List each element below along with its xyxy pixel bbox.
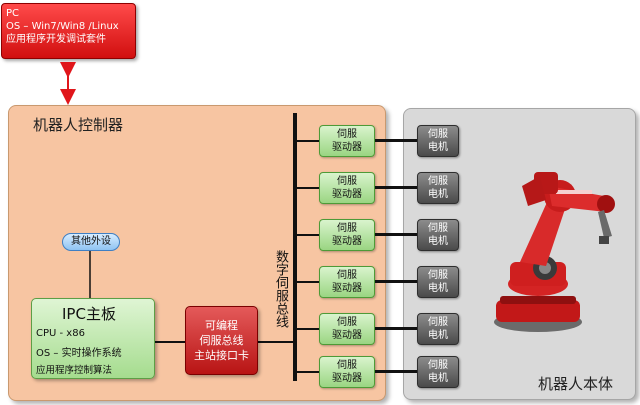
servo-motor-label-line1: 伺服 — [428, 176, 448, 187]
servo-driver-label-line1: 伺服 — [337, 360, 357, 371]
servo-motor-label-line2: 电机 — [428, 142, 448, 153]
peripheral-box: 其他外设 — [62, 233, 120, 251]
driver-motor-connector — [375, 233, 417, 236]
servo-motor-label-line1: 伺服 — [428, 223, 448, 234]
servo-motor-label-line2: 电机 — [428, 236, 448, 247]
servo-bus-line — [293, 113, 297, 381]
servo-bus-label: 数字伺服总线 — [273, 250, 288, 328]
driver-motor-connector — [375, 370, 417, 373]
card-label-line2: 伺服总线 — [199, 334, 244, 347]
servo-motor-box: 伺服电机 — [417, 125, 459, 157]
bus-tap-connector — [297, 187, 319, 189]
servo-driver-label-line1: 伺服 — [337, 317, 357, 328]
card-label-line1: 可编程 — [205, 319, 238, 332]
bus-tap-connector — [297, 234, 319, 236]
ipc-os-label: OS – 实时操作系统 — [36, 348, 122, 359]
servo-motor-box: 伺服电机 — [417, 356, 459, 388]
bus-tap-connector — [297, 371, 319, 373]
servo-motor-label-line1: 伺服 — [428, 270, 448, 281]
servo-motor-label-line2: 电机 — [428, 330, 448, 341]
ipc-app-label: 应用程序控制算法 — [36, 365, 113, 376]
servo-motor-label-line1: 伺服 — [428, 360, 448, 371]
ipc-title: IPC主板 — [62, 305, 116, 323]
servo-driver-label-line2: 驱动器 — [332, 142, 362, 153]
pc-os-label: OS – Win7/Win8 /Linux — [6, 21, 119, 32]
driver-motor-connector — [375, 186, 417, 189]
pc-software-label: 应用程序开发调试套件 — [6, 34, 106, 45]
servo-motor-label-line2: 电机 — [428, 189, 448, 200]
pc-box: PC OS – Win7/Win8 /Linux 应用程序开发调试套件 — [1, 3, 136, 59]
servo-driver-box: 伺服驱动器 — [319, 266, 375, 298]
servo-motor-box: 伺服电机 — [417, 219, 459, 251]
bus-tap-connector — [297, 328, 319, 330]
servo-motor-box: 伺服电机 — [417, 313, 459, 345]
servo-driver-label-line1: 伺服 — [337, 176, 357, 187]
servo-motor-box: 伺服电机 — [417, 172, 459, 204]
driver-motor-connector — [375, 327, 417, 330]
servo-driver-label-line2: 驱动器 — [332, 330, 362, 341]
ipc-cpu-label: CPU - x86 — [36, 328, 85, 339]
driver-motor-connector — [375, 139, 417, 142]
bus-master-card: 可编程 伺服总线 主站接口卡 — [185, 306, 258, 375]
servo-driver-label-line1: 伺服 — [337, 223, 357, 234]
servo-motor-label-line2: 电机 — [428, 373, 448, 384]
servo-driver-box: 伺服驱动器 — [319, 219, 375, 251]
bus-tap-connector — [297, 281, 319, 283]
servo-driver-box: 伺服驱动器 — [319, 172, 375, 204]
bus-tap-connector — [297, 140, 319, 142]
pc-label: PC — [6, 8, 20, 19]
servo-driver-box: 伺服驱动器 — [319, 313, 375, 345]
servo-motor-label-line1: 伺服 — [428, 129, 448, 140]
servo-motor-label-line1: 伺服 — [428, 317, 448, 328]
robot-body-title: 机器人本体 — [538, 375, 614, 393]
servo-driver-label-line1: 伺服 — [337, 129, 357, 140]
driver-motor-connector — [375, 280, 417, 283]
servo-driver-label-line2: 驱动器 — [332, 373, 362, 384]
controller-title: 机器人控制器 — [33, 116, 124, 134]
servo-driver-box: 伺服驱动器 — [319, 125, 375, 157]
card-label-line3: 主站接口卡 — [194, 349, 249, 362]
servo-driver-label-line1: 伺服 — [337, 270, 357, 281]
servo-driver-label-line2: 驱动器 — [332, 189, 362, 200]
ipc-board-box: IPC主板 CPU - x86 OS – 实时操作系统 应用程序控制算法 — [31, 298, 155, 379]
servo-driver-label-line2: 驱动器 — [332, 283, 362, 294]
servo-motor-label-line2: 电机 — [428, 283, 448, 294]
servo-motor-box: 伺服电机 — [417, 266, 459, 298]
servo-driver-label-line2: 驱动器 — [332, 236, 362, 247]
servo-driver-box: 伺服驱动器 — [319, 356, 375, 388]
